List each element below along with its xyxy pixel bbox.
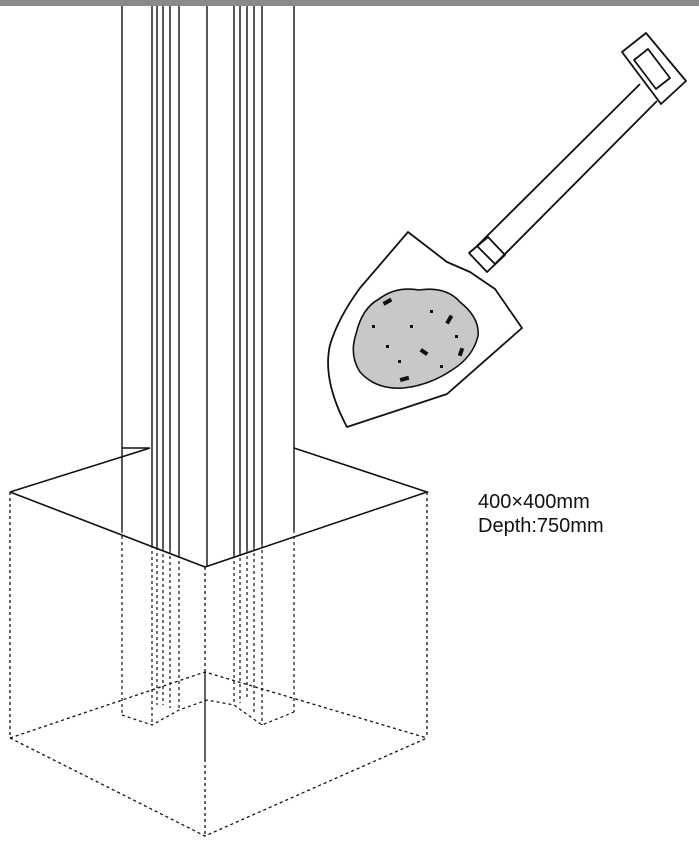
shovel-grip	[621, 32, 687, 105]
hole-size-label: 400×400mm	[478, 491, 590, 513]
soil-pile	[352, 288, 479, 389]
soil-specks	[372, 297, 465, 382]
shovel-shaft	[476, 83, 658, 265]
post-buried-dashed	[121, 530, 295, 726]
hole-depth-label: Depth:750mm	[478, 515, 604, 537]
hole-top-outline	[9, 447, 430, 568]
post	[121, 6, 295, 566]
dimension-labels: 400×400mm Depth:750mm	[478, 490, 604, 538]
hole-dashed-outline	[9, 492, 428, 837]
shovel-illustration	[327, 32, 687, 428]
header-bar	[0, 0, 699, 6]
